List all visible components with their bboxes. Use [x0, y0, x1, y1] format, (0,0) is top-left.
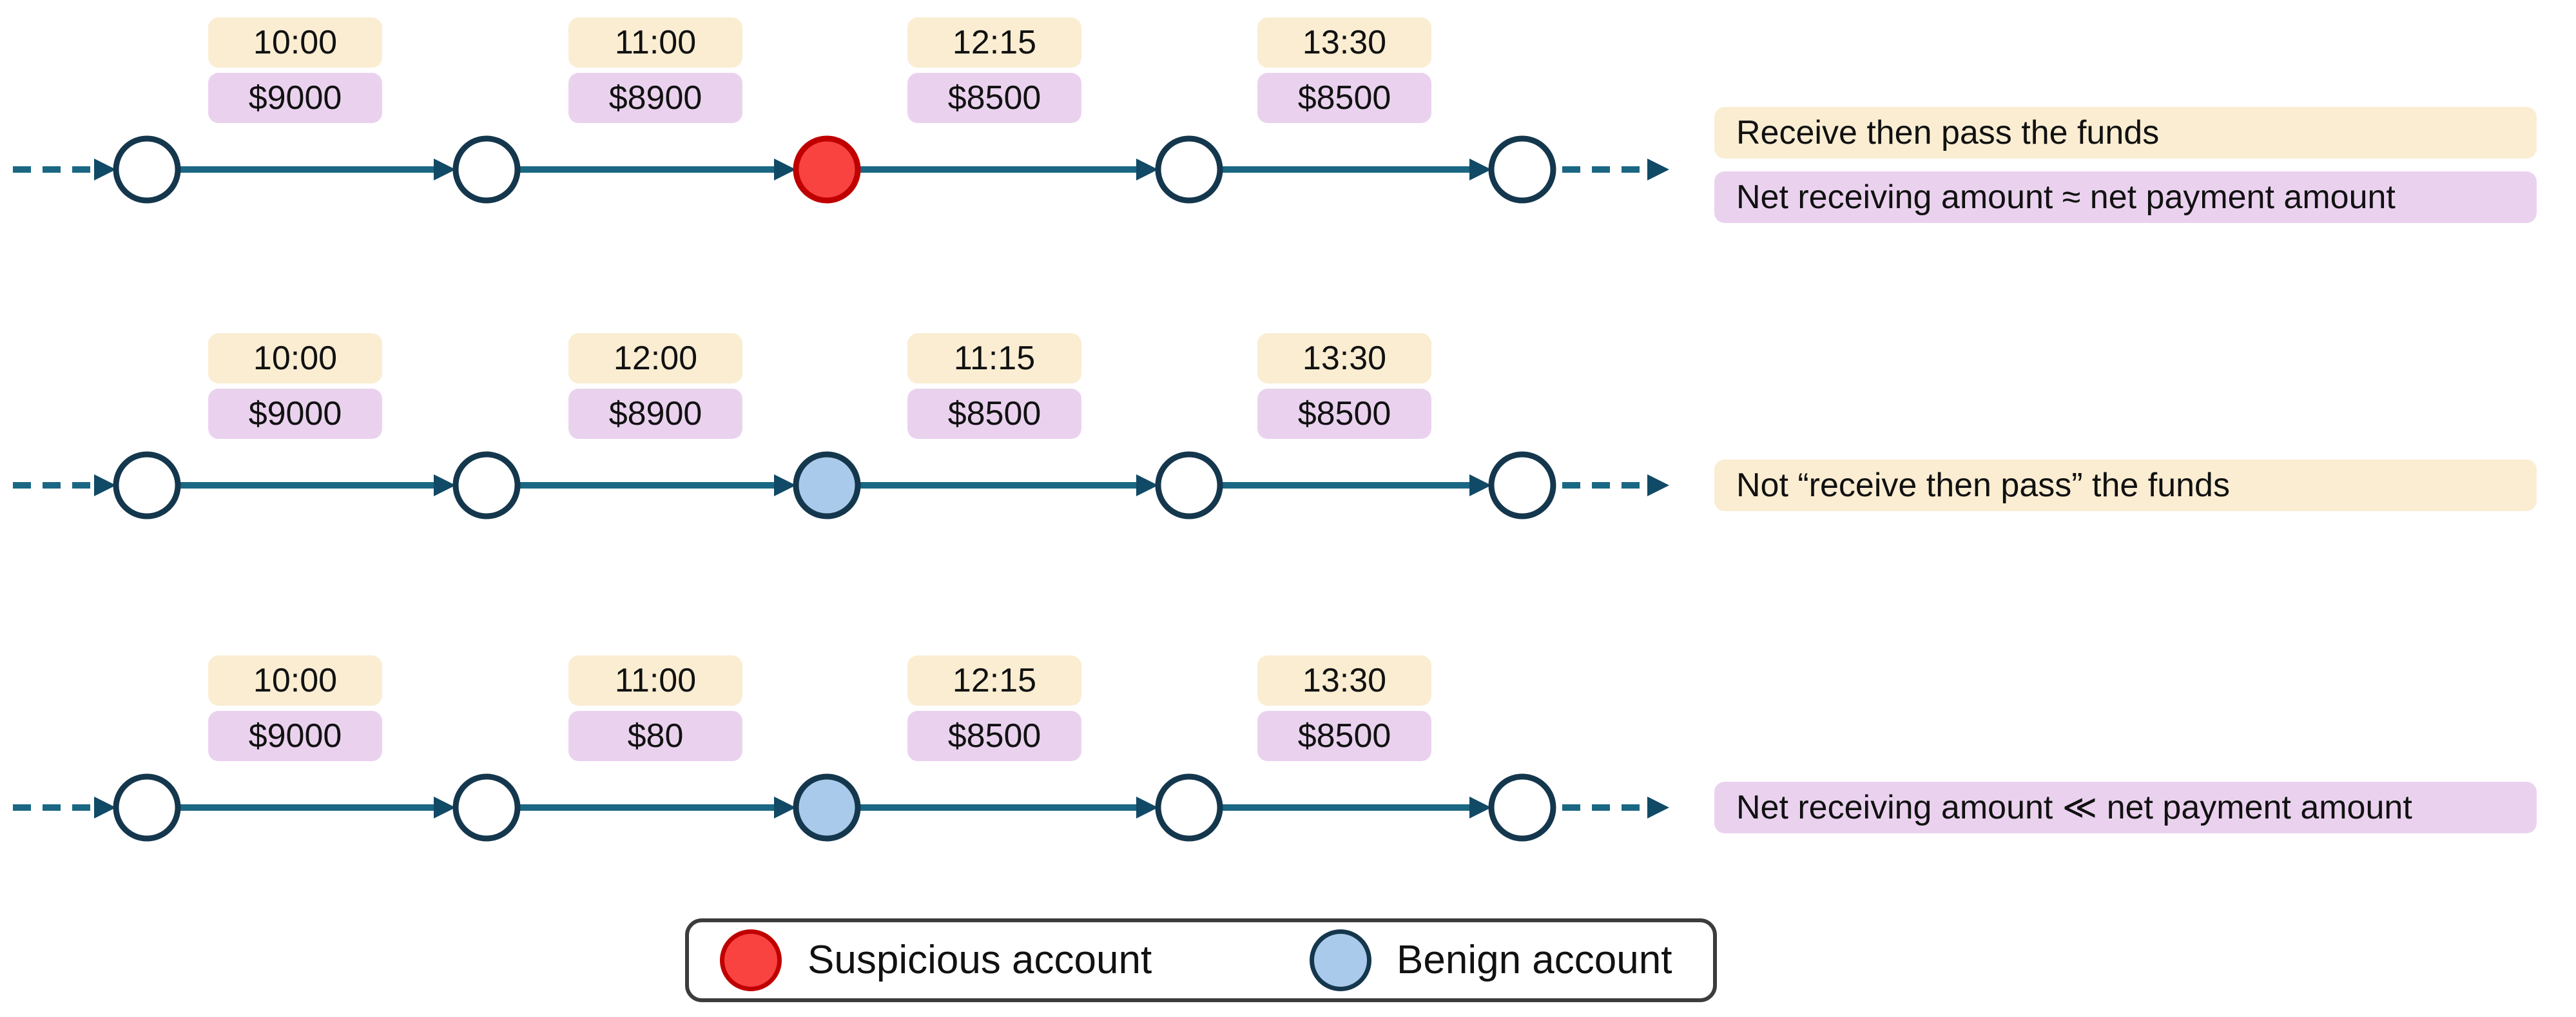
legend: Suspicious account Benign account [685, 918, 1717, 1002]
account-node [1155, 135, 1223, 204]
amount-label: $8900 [568, 73, 742, 123]
amount-label: $8500 [1257, 389, 1431, 439]
amount-label: $8500 [907, 389, 1081, 439]
account-node [1488, 773, 1556, 842]
row-annotation: Net receiving amount ≈ net payment amoun… [1714, 171, 2537, 223]
account-node [452, 451, 521, 519]
account-node [1488, 451, 1556, 519]
arrowhead-icon [94, 797, 116, 818]
row-annotation: Not “receive then pass” the funds [1714, 460, 2537, 511]
amount-label: $80 [568, 711, 742, 761]
account-node [1155, 773, 1223, 842]
time-label: 13:30 [1257, 17, 1431, 68]
arrowhead-icon [1469, 797, 1491, 818]
account-node [452, 773, 521, 842]
time-label: 12:15 [907, 655, 1081, 706]
arrowhead-icon [1647, 797, 1669, 818]
legend-suspicious-label: Suspicious account [808, 938, 1152, 982]
amount-label: $8900 [568, 389, 742, 439]
suspicious-account-node [793, 135, 861, 204]
arrowhead-icon [434, 159, 456, 180]
amount-label: $8500 [907, 711, 1081, 761]
time-label: 13:30 [1257, 333, 1431, 383]
account-node [1488, 135, 1556, 204]
row-annotation: Net receiving amount ≪ net payment amoun… [1714, 782, 2537, 833]
arrowhead-icon [434, 474, 456, 496]
benign-account-node [793, 773, 861, 842]
account-node [113, 773, 181, 842]
amount-label: $9000 [208, 711, 382, 761]
arrowhead-icon [1647, 474, 1669, 496]
arrowhead-icon [1469, 159, 1491, 180]
arrowhead-icon [1136, 159, 1158, 180]
account-node [113, 135, 181, 204]
amount-label: $9000 [208, 73, 382, 123]
amount-label: $9000 [208, 389, 382, 439]
time-label: 10:00 [208, 333, 382, 383]
arrowhead-icon [1136, 474, 1158, 496]
time-label: 13:30 [1257, 655, 1431, 706]
account-node [113, 451, 181, 519]
flow-row-1 [13, 135, 1669, 204]
row-annotation: Receive then pass the funds [1714, 107, 2537, 159]
account-node [452, 135, 521, 204]
amount-label: $8500 [1257, 73, 1431, 123]
arrowhead-icon [774, 797, 796, 818]
arrowhead-icon [1647, 159, 1669, 180]
time-label: 11:15 [907, 333, 1081, 383]
time-label: 11:00 [568, 655, 742, 706]
account-node [1155, 451, 1223, 519]
arrowhead-icon [774, 159, 796, 180]
arrowhead-icon [434, 797, 456, 818]
amount-label: $8500 [907, 73, 1081, 123]
arrowhead-icon [774, 474, 796, 496]
arrowhead-icon [1136, 797, 1158, 818]
suspicious-account-icon [720, 929, 782, 991]
time-label: 10:00 [208, 655, 382, 706]
time-label: 11:00 [568, 17, 742, 68]
time-label: 10:00 [208, 17, 382, 68]
time-label: 12:15 [907, 17, 1081, 68]
arrowhead-icon [1469, 474, 1491, 496]
flow-row-2 [13, 451, 1669, 519]
arrowhead-icon [94, 474, 116, 496]
arrowhead-icon [94, 159, 116, 180]
time-label: 12:00 [568, 333, 742, 383]
benign-account-node [793, 451, 861, 519]
amount-label: $8500 [1257, 711, 1431, 761]
flow-row-3 [13, 773, 1669, 842]
benign-account-icon [1310, 929, 1371, 991]
legend-benign-label: Benign account [1397, 938, 1672, 982]
